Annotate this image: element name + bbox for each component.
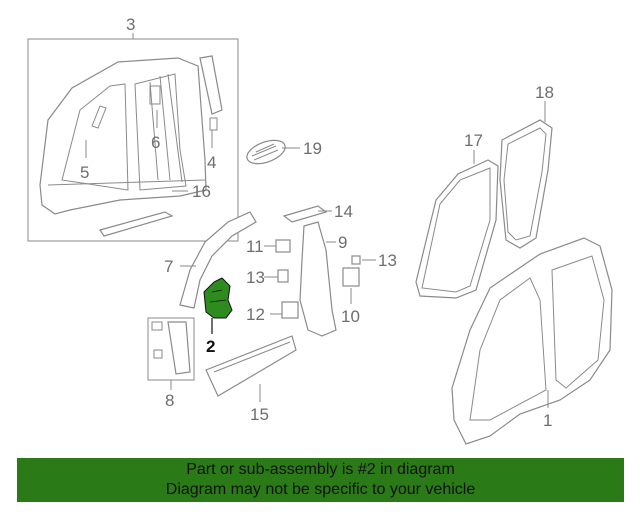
small-plates [275,239,361,319]
banner-line-2: Diagram may not be specific to your vehi… [165,481,476,498]
callout-15[interactable]: 15 [250,405,269,424]
callout-7[interactable]: 7 [164,257,173,276]
callout-2[interactable]: 2 [206,337,215,356]
callout-19[interactable]: 19 [303,139,322,158]
callout-8[interactable]: 8 [165,391,174,410]
part-7-pillar [179,211,257,309]
seal-17 [415,159,499,299]
seal-18 [499,119,553,249]
callout-9[interactable]: 9 [338,233,347,252]
callout-labels: 3 5 6 4 16 19 7 2 11 13 12 14 9 13 10 8 … [80,15,554,430]
callout-5[interactable]: 5 [80,163,89,182]
leader-lines [85,101,549,408]
callout-14[interactable]: 14 [334,202,353,221]
callout-13-right[interactable]: 13 [378,251,397,270]
callout-10[interactable]: 10 [341,307,360,326]
part-8-box [147,317,195,381]
part-1-body-side [451,237,613,445]
callout-17[interactable]: 17 [464,131,483,150]
b-pillar-parts [282,205,337,337]
banner-line-1: Part or sub-assembly is #2 in diagram [186,461,455,478]
callout-3[interactable]: 3 [126,15,135,34]
callout-6[interactable]: 6 [151,133,160,152]
part-19-vent [246,139,286,165]
callout-4[interactable]: 4 [207,153,216,172]
info-banner: Part or sub-assembly is #2 in diagram Di… [17,458,624,502]
callout-18[interactable]: 18 [535,83,554,102]
callout-12[interactable]: 12 [246,305,265,324]
callout-1[interactable]: 1 [543,411,552,430]
callout-16[interactable]: 16 [192,182,211,201]
part-2-highlighted [203,277,233,319]
part-15-rocker [205,335,297,397]
side-panel-assembly-box [27,33,239,242]
callout-11[interactable]: 11 [246,237,264,256]
callout-13-left[interactable]: 13 [246,268,265,287]
